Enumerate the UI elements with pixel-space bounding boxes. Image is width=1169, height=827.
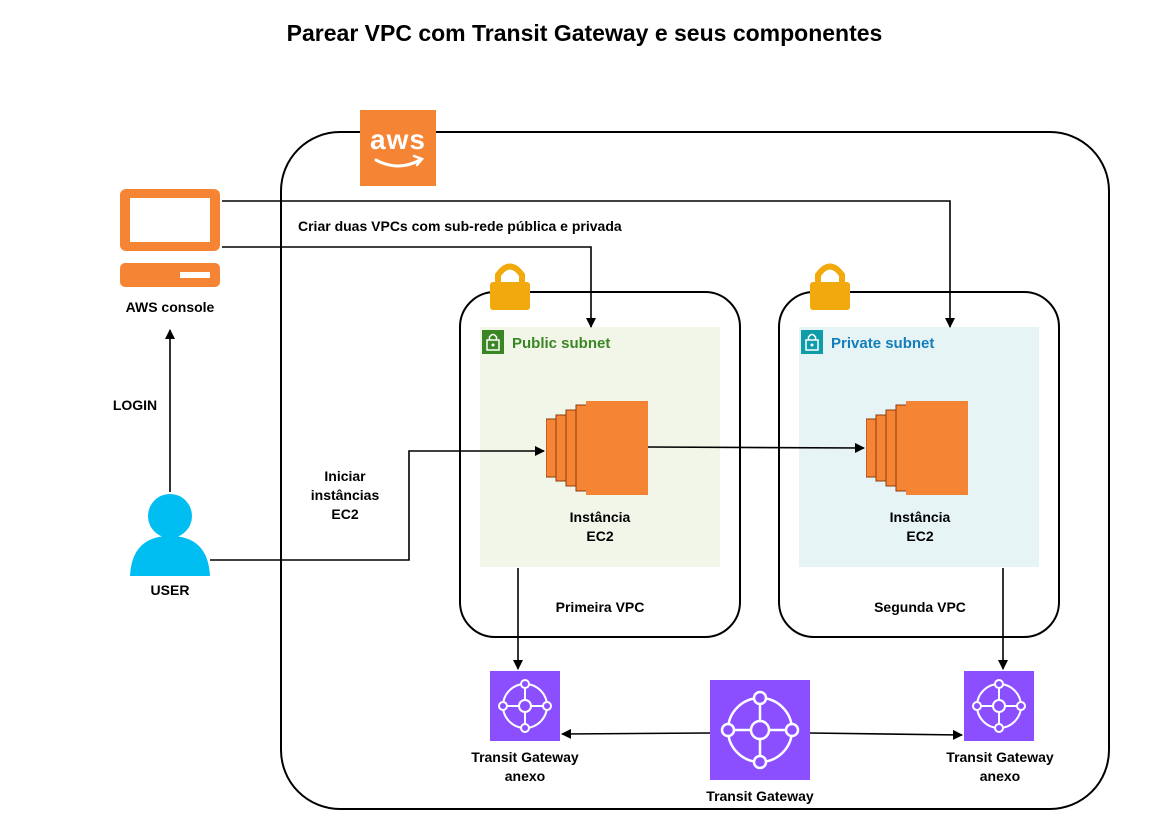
aws-logo-icon: aws [360, 110, 436, 186]
user-label: USER [150, 582, 190, 598]
transit-gateway-icon [490, 671, 560, 741]
vpc-primeira-label: Primeira VPC [555, 599, 645, 615]
transit-gateway-icon [964, 671, 1034, 741]
tgw-attachment-right[interactable] [964, 671, 1034, 741]
ec2-private-label-line2: EC2 [906, 528, 934, 544]
public-subnet-lock-icon [482, 330, 504, 354]
aws-console-node[interactable] [118, 187, 222, 289]
login-edge-label: LOGIN [112, 397, 158, 413]
ec2-public-label: Instância EC2 [540, 508, 660, 546]
ec2-instance-private[interactable] [865, 401, 968, 495]
transit-gateway-label: Transit Gateway [706, 788, 814, 804]
start-instances-line1: Iniciar [324, 468, 366, 484]
vpc-segunda-label: Segunda VPC [874, 599, 966, 615]
ec2-public-label-line1: Instância [569, 509, 631, 525]
tgw-attachment-left-label: Transit Gateway anexo [445, 748, 605, 786]
monitor-icon [120, 189, 220, 287]
vpc2-lock-icon [808, 260, 852, 312]
ec2-public-label-line2: EC2 [586, 528, 614, 544]
user-icon [130, 494, 210, 576]
ec2-instance-public[interactable] [545, 401, 648, 495]
create-vpcs-edge-label: Criar duas VPCs com sub-rede pública e p… [298, 218, 622, 234]
vpc1-lock-icon [488, 260, 532, 312]
private-subnet-label: Private subnet [831, 335, 935, 352]
tgw-attachment-right-line1: Transit Gateway [946, 749, 1054, 765]
diagram-title: Parear VPC com Transit Gateway e seus co… [286, 20, 883, 46]
private-subnet-lock-icon [801, 330, 823, 354]
public-subnet-label: Public subnet [512, 335, 611, 352]
aws-smile-icon [374, 154, 425, 168]
transit-gateway-icon [710, 680, 810, 780]
tgw-attachment-right-line2: anexo [979, 768, 1021, 784]
tgw-attachment-left-line2: anexo [504, 768, 546, 784]
ec2-private-label: Instância EC2 [860, 508, 980, 546]
aws-console-label: AWS console [125, 299, 215, 315]
transit-gateway[interactable] [710, 680, 810, 780]
ec2-icon [865, 401, 968, 495]
start-instances-edge-label: Iniciar instâncias EC2 [290, 467, 400, 524]
start-instances-line3: EC2 [331, 506, 359, 522]
ec2-icon [545, 401, 648, 495]
ec2-private-label-line1: Instância [889, 509, 951, 525]
start-instances-line2: instâncias [310, 487, 380, 503]
tgw-attachment-left[interactable] [490, 671, 560, 741]
tgw-attachment-left-line1: Transit Gateway [471, 749, 579, 765]
aws-logo-text: aws [370, 124, 426, 155]
tgw-attachment-right-label: Transit Gateway anexo [920, 748, 1080, 786]
user-node[interactable] [130, 492, 210, 578]
